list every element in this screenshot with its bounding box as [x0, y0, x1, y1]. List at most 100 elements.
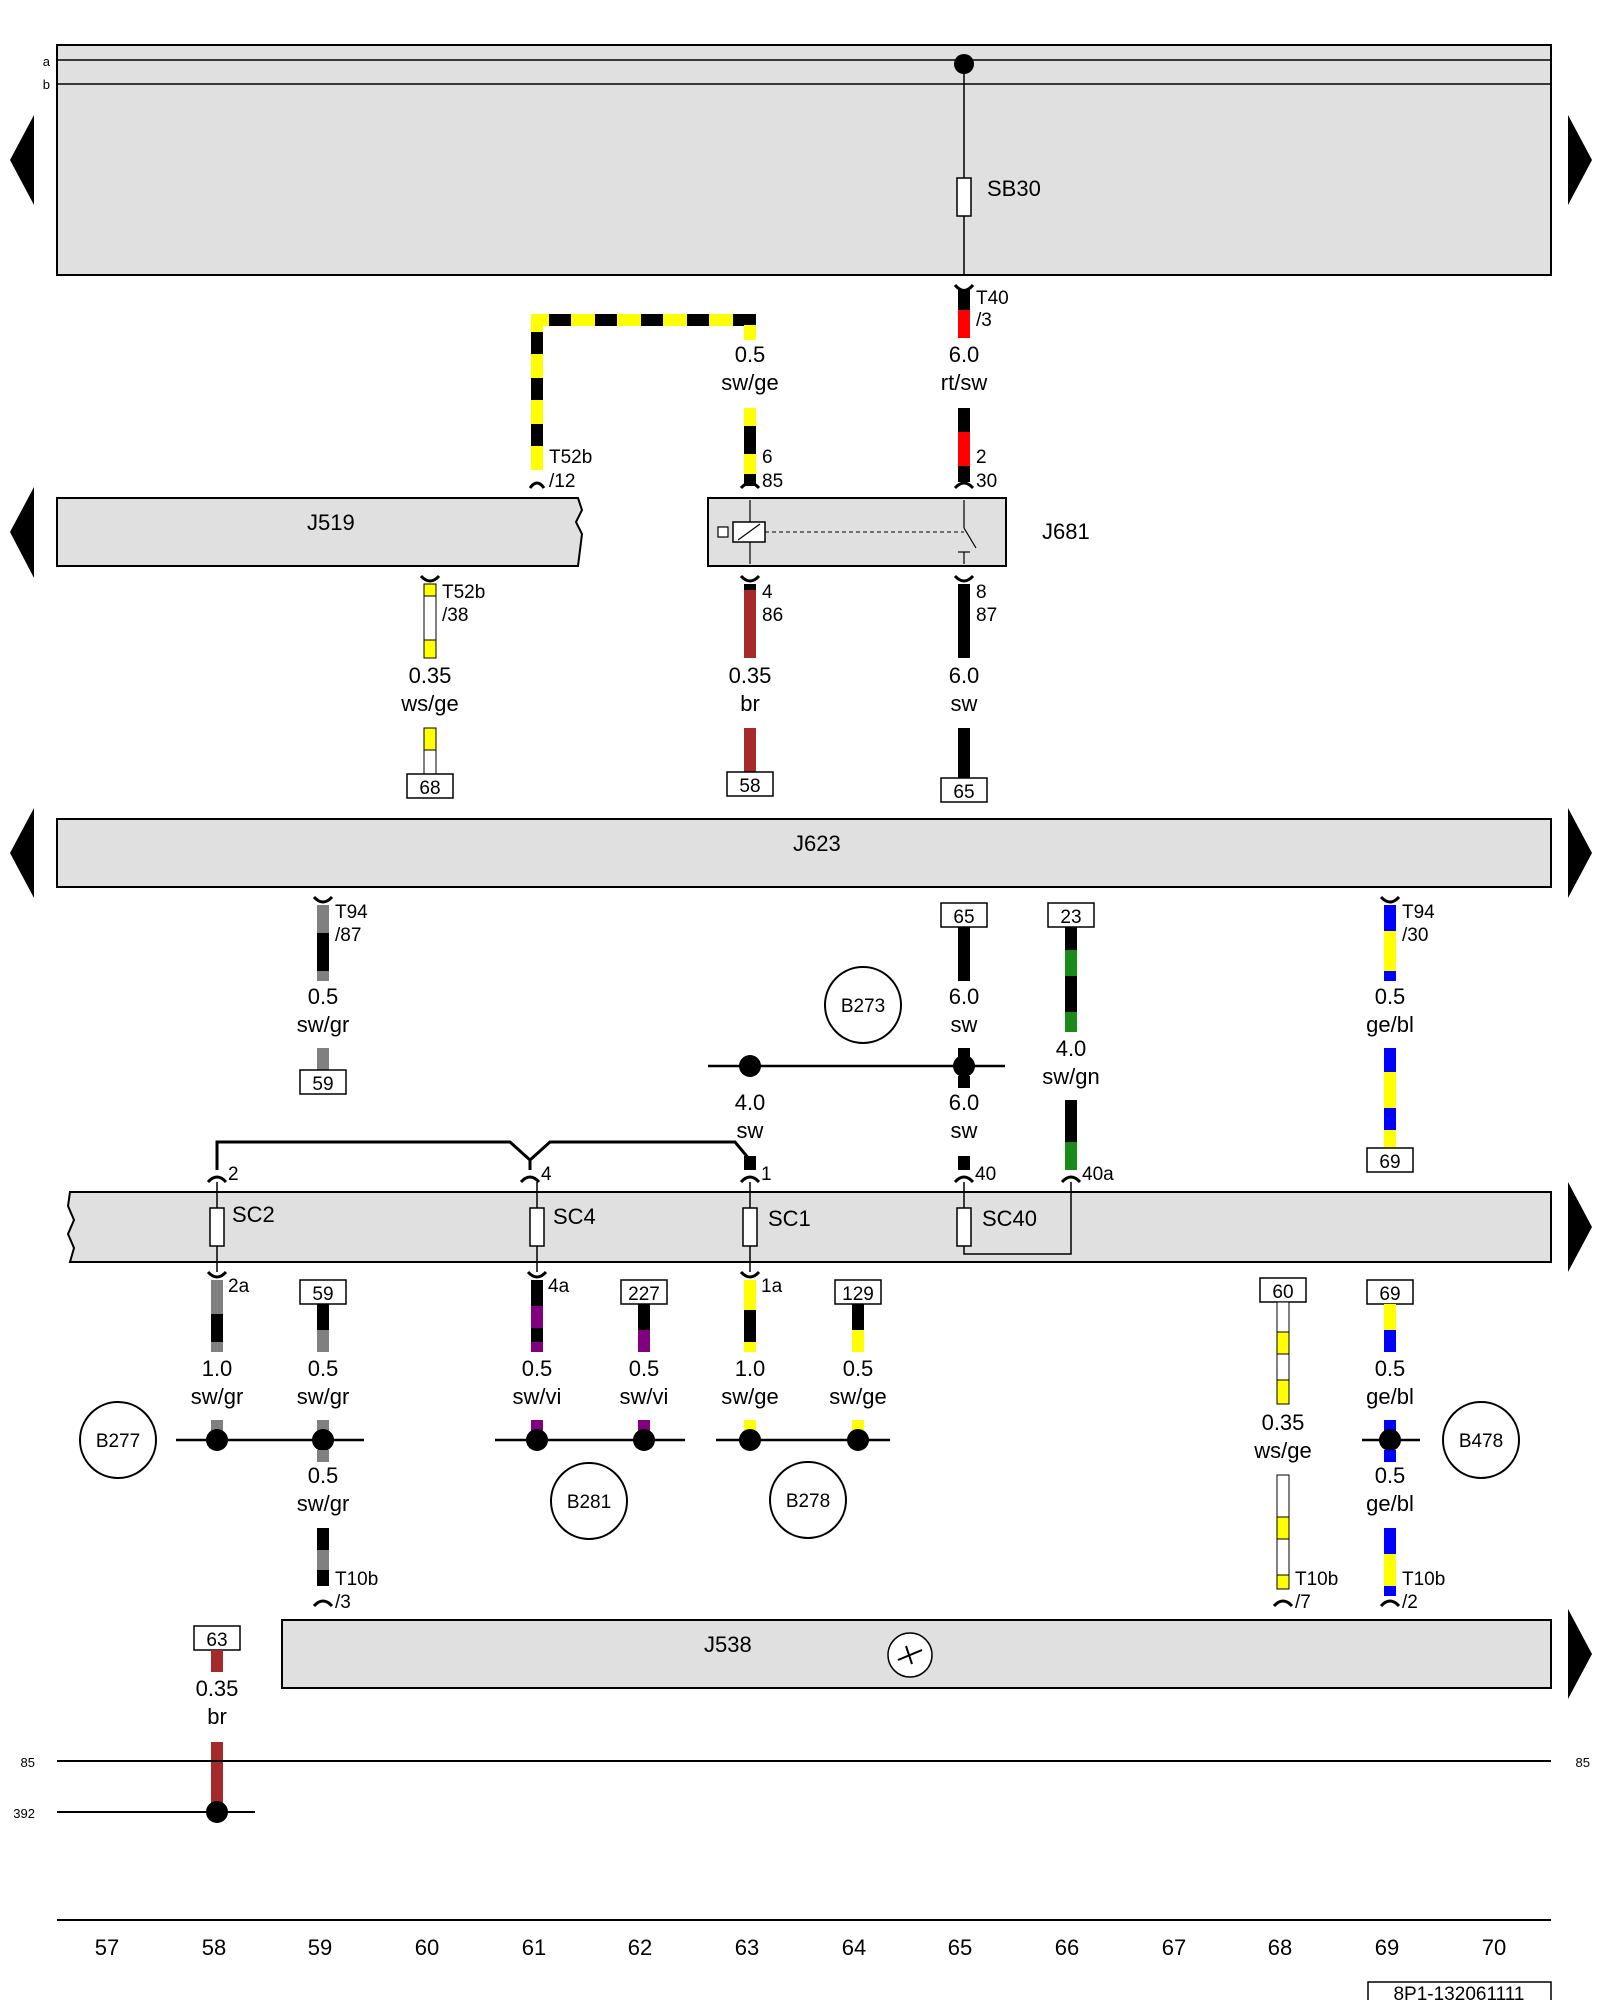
wire-color: sw/gn	[1042, 1064, 1099, 1089]
bus-label-b: b	[43, 77, 50, 92]
grid-number: 69	[1375, 1935, 1399, 1960]
left-arrow-icon	[10, 115, 34, 205]
sc-pin-1: 1	[761, 1164, 772, 1185]
ref-58: 58	[739, 776, 760, 797]
t94-30-label: T94	[1402, 902, 1435, 923]
relay-pin-6: 6	[762, 447, 773, 468]
ref-227: 227	[628, 1284, 660, 1305]
right-arrow-icon	[1568, 115, 1592, 205]
wire-sw-ge-bridge: T52b /12 0.5 sw/ge	[528, 314, 779, 492]
t10b-2-pin: /2	[1402, 1592, 1418, 1613]
t40-pin: /3	[976, 310, 992, 331]
fuse-feed-line	[215, 1140, 752, 1170]
ref-68: 68	[419, 778, 440, 799]
wire-size: 6.0	[949, 984, 980, 1009]
grid-number: 60	[415, 1935, 439, 1960]
ref-65b: 65	[953, 907, 974, 928]
wire-color: br	[207, 1704, 227, 1729]
wire-sc4-out: 0.5 sw/vi 227 0.5 sw/vi	[495, 1279, 685, 1451]
wire-color: rt/sw	[941, 370, 988, 395]
sc-pin-2: 2	[228, 1164, 239, 1185]
sc-pin-4a: 4a	[548, 1276, 570, 1297]
t10b-3-pin: /3	[335, 1592, 351, 1613]
right-arrow-icon	[1568, 808, 1592, 898]
wire-size: 0.5	[308, 1356, 339, 1381]
wire-size: 1.0	[202, 1356, 233, 1381]
wire-color: sw	[951, 1118, 978, 1143]
wire-65-sc40: 65 6.0 sw 4.0 sw 6.0 sw	[708, 902, 1005, 1170]
splice-b278-label: B278	[786, 1491, 830, 1512]
relay-j681: J681 6 85 2 30	[707, 447, 1090, 567]
grid-number: 70	[1482, 1935, 1506, 1960]
j519-label: J519	[307, 510, 355, 535]
grid-axis: 57 58 59 60 61 62 63 64 65 66 67 68 69 7…	[57, 1919, 1551, 1960]
wire-color: sw/ge	[721, 370, 778, 395]
wire-sc1-out: 1.0 sw/ge 129 0.5 sw/ge	[716, 1279, 890, 1451]
splice-b273-label: B273	[841, 996, 885, 1017]
relay-pin-30: 30	[976, 471, 997, 492]
control-unit-j519: J519	[56, 497, 584, 567]
wire-color: sw/gr	[297, 1012, 350, 1037]
wire-size: 0.5	[308, 1463, 339, 1488]
splice-b278: B278	[769, 1461, 847, 1539]
wire-size: 1.0	[735, 1356, 766, 1381]
wire-size: 0.5	[308, 984, 339, 1009]
wire-size: 0.35	[729, 663, 772, 688]
top-rail-panel: a b	[43, 44, 1552, 276]
wire-t94-30: T94 /30 0.5 ge/bl 69	[1366, 895, 1435, 1173]
relay-pin-4: 4	[762, 582, 773, 603]
wire-t52b-38: T52b /38 0.35 ws/ge 68	[400, 574, 485, 799]
t52b-12-pin: /12	[549, 471, 575, 492]
connector-t40: T40 /3 6.0 rt/sw	[941, 283, 1009, 482]
wire-size: 0.5	[522, 1356, 553, 1381]
wire-color: ge/bl	[1366, 1012, 1414, 1037]
t52b-38-pin: /38	[442, 605, 468, 626]
wire-color: ge/bl	[1366, 1384, 1414, 1409]
wire-color: br	[740, 691, 760, 716]
wire-color: sw	[951, 1012, 978, 1037]
grid-number: 61	[522, 1935, 546, 1960]
ref-59: 59	[312, 1074, 333, 1095]
wire-size: 6.0	[949, 342, 980, 367]
grid-number: 62	[628, 1935, 652, 1960]
ref-69: 69	[1379, 1152, 1400, 1173]
relay-pin-2: 2	[976, 447, 987, 468]
wire-color: sw/vi	[513, 1384, 562, 1409]
splice-b281: B281	[550, 1462, 628, 1540]
engine-control-unit-j623: J623	[56, 818, 1552, 888]
wire-size: 6.0	[949, 663, 980, 688]
sc-pin-4: 4	[541, 1164, 552, 1185]
ground-label-85-right: 85	[1576, 1755, 1590, 1770]
wire-size: 0.35	[1262, 1410, 1305, 1435]
wire-color: sw/vi	[620, 1384, 669, 1409]
wire-relay-87: 8 87 6.0 sw 65	[940, 574, 997, 803]
wire-color: sw	[737, 1118, 764, 1143]
sc-pin-2a: 2a	[228, 1276, 250, 1297]
wire-size: 0.5	[629, 1356, 660, 1381]
t52b-12-label: T52b	[549, 447, 592, 468]
wire-color: sw/ge	[721, 1384, 778, 1409]
grid-number: 64	[842, 1935, 866, 1960]
fuse-sc1-label: SC1	[768, 1206, 811, 1231]
grid-number: 57	[95, 1935, 119, 1960]
wire-size: 0.5	[843, 1356, 874, 1381]
wire-size: 0.35	[196, 1676, 239, 1701]
t10b-3-label: T10b	[335, 1569, 378, 1590]
ref-59b: 59	[312, 1284, 333, 1305]
ref-60: 60	[1272, 1282, 1293, 1303]
right-arrow-icon	[1568, 1182, 1592, 1272]
wire-relay-86: 4 86 0.35 br 58	[726, 574, 783, 797]
relay-pin-87: 87	[976, 605, 997, 626]
ground-lines: 85 392 85	[13, 1755, 1590, 1821]
wire-size: 6.0	[949, 1090, 980, 1115]
j538-label: J538	[704, 1632, 752, 1657]
wire-sc2-out: 1.0 sw/gr 59 0.5 sw/gr 0.5 sw/gr T10b /3	[176, 1279, 378, 1613]
right-arrow-icon	[1568, 1609, 1592, 1699]
ref-65: 65	[953, 782, 974, 803]
fuse-sc40-label: SC40	[982, 1206, 1037, 1231]
sc-pin-1a: 1a	[761, 1276, 783, 1297]
t94-30-pin: /30	[1402, 925, 1428, 946]
ref-23: 23	[1060, 907, 1081, 928]
t10b-2-label: T10b	[1402, 1569, 1445, 1590]
